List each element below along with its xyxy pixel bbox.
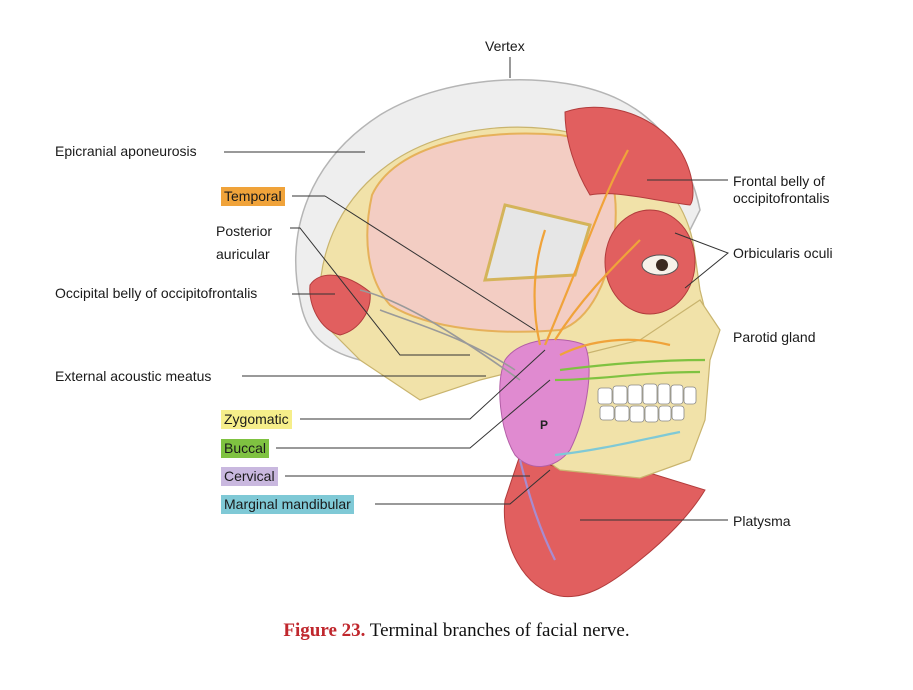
occipital-belly-muscle bbox=[309, 274, 371, 336]
label-external-acoustic-meatus: External acoustic meatus bbox=[55, 368, 212, 384]
label-orbicularis-oculi: Orbicularis oculi bbox=[733, 245, 833, 261]
caption-figure-number: Figure 23. bbox=[283, 620, 366, 641]
leader-lines bbox=[224, 57, 729, 521]
iris bbox=[656, 259, 668, 271]
label-posterior-line1: Posterior bbox=[216, 223, 273, 239]
platysma-muscle bbox=[503, 454, 706, 598]
label-frontal-line2: occipitofrontalis bbox=[733, 190, 830, 206]
label-buccal: Buccal bbox=[221, 439, 270, 458]
facial-nerve-branches bbox=[359, 149, 706, 561]
label-platysma: Platysma bbox=[733, 513, 791, 529]
label-parotid-gland: Parotid gland bbox=[733, 329, 816, 345]
figure-caption: Figure 23. Terminal branches of facial n… bbox=[0, 620, 913, 642]
parotid-p-marker: P bbox=[540, 418, 549, 432]
frontal-belly-muscle bbox=[564, 106, 694, 206]
temporalis-area bbox=[366, 132, 617, 333]
teeth bbox=[597, 383, 697, 423]
label-occipital-belly: Occipital belly of occipitofrontalis bbox=[55, 285, 258, 301]
label-temporal: Temporal bbox=[221, 187, 285, 206]
label-zygomatic: Zygomatic bbox=[221, 410, 292, 429]
label-marginal-mandibular: Marginal mandibular bbox=[221, 495, 354, 514]
label-epicranial-aponeurosis: Epicranial aponeurosis bbox=[55, 143, 197, 159]
label-cervical: Cervical bbox=[221, 467, 278, 486]
label-vertex: Vertex bbox=[485, 38, 525, 54]
label-frontal-line1: Frontal belly of bbox=[733, 173, 825, 189]
caption-text: Terminal branches of facial nerve. bbox=[365, 620, 630, 641]
label-posterior-line2: auricular bbox=[216, 246, 270, 262]
